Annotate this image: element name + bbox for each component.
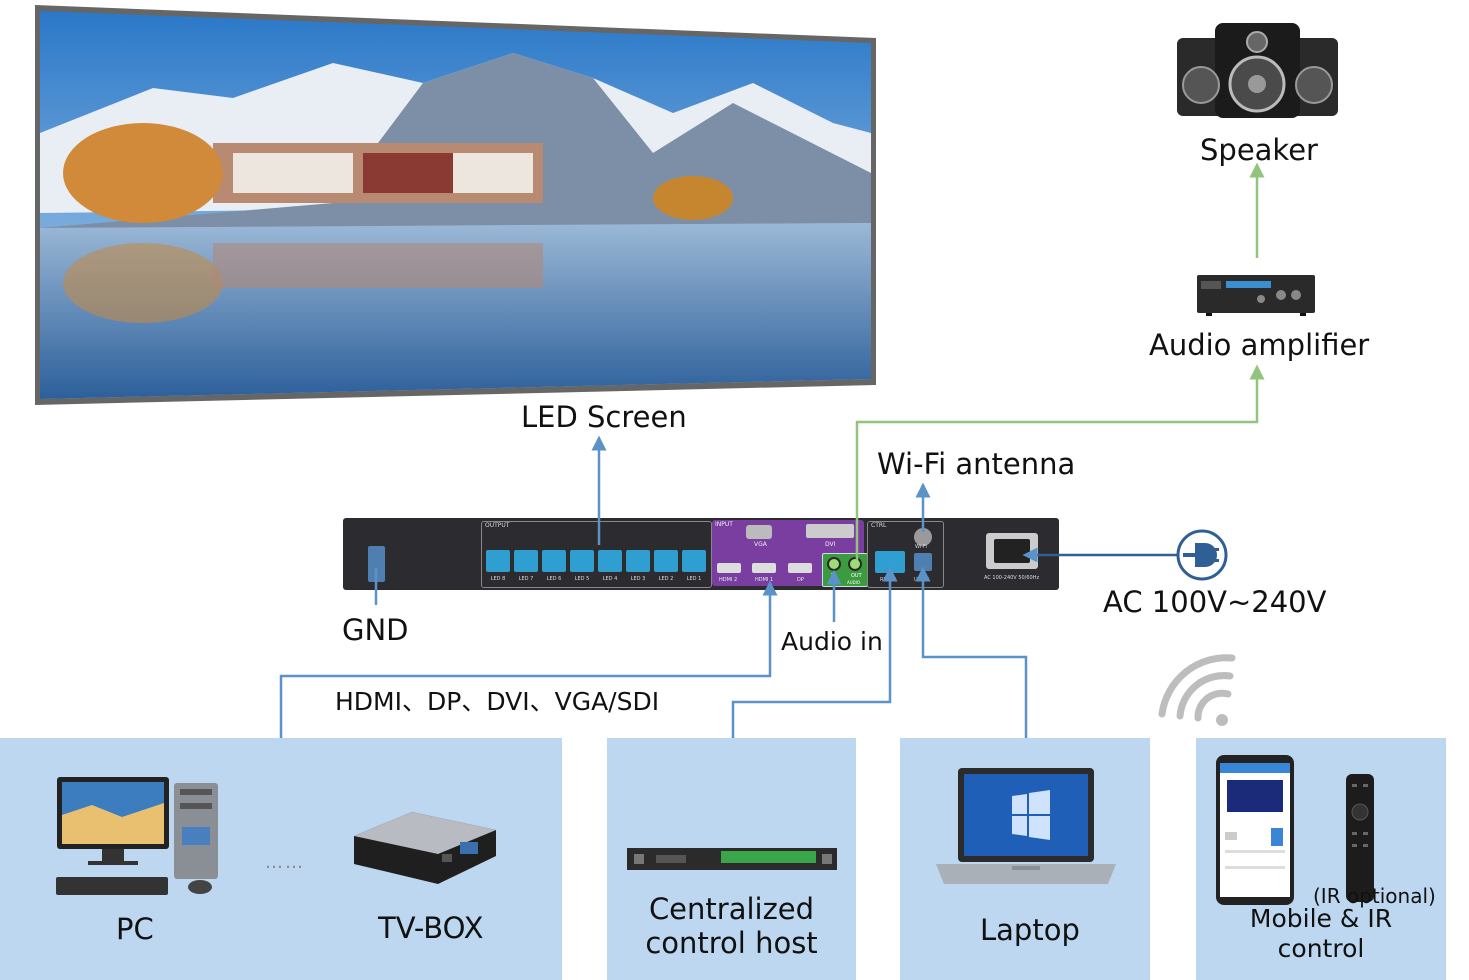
wifi-signal-icon	[1158, 654, 1236, 726]
power-plug-icon	[1176, 529, 1228, 581]
ellipsis-label: ……	[265, 852, 305, 873]
led-output-port[interactable]	[570, 550, 594, 572]
gnd-label: GND	[342, 613, 409, 647]
inputs-label: HDMI、DP、DVI、VGA/SDI	[335, 687, 660, 716]
audio-amplifier-icon	[1197, 275, 1315, 316]
wire-rs232	[731, 566, 898, 738]
pc-label: PC	[116, 912, 154, 946]
led-output-port[interactable]	[654, 550, 678, 572]
hdmi1-label: HDMI 1	[755, 577, 774, 583]
ir-optional-label: (IR optional)	[1313, 884, 1436, 908]
central-control-label-2: control host	[645, 926, 818, 960]
led-output-port[interactable]	[598, 550, 622, 572]
led-output-port[interactable]	[682, 550, 706, 572]
wire-audio-out	[855, 364, 1265, 560]
dp-label: DP	[797, 577, 804, 583]
central-control-label-1: Centralized	[648, 892, 815, 926]
hdmi1-port[interactable]	[752, 563, 776, 573]
led-output-port-label: LED 8	[490, 576, 506, 582]
mobile-label-2: control	[1277, 934, 1365, 963]
speaker-label: Speaker	[1200, 133, 1318, 167]
output-block	[481, 521, 712, 588]
audio-in-label: Audio in	[781, 627, 883, 656]
phone-icon	[1216, 755, 1294, 905]
power-rating-label: AC 100-240V 50/60Hz	[984, 575, 1040, 581]
output-header: OUTPUT	[485, 522, 510, 529]
led-screen-label: LED Screen	[521, 400, 687, 434]
led-output-port-label: LED 2	[658, 576, 674, 582]
wifi-port[interactable]	[914, 528, 932, 546]
hdmi2-port[interactable]	[717, 563, 741, 573]
control-host-icon	[627, 848, 837, 870]
led-output-port-label: LED 7	[518, 576, 534, 582]
ctrl-block	[867, 521, 944, 588]
hdmi2-label: HDMI 2	[719, 577, 738, 583]
vga-port[interactable]	[746, 525, 772, 539]
led-output-port-label: LED 4	[602, 576, 618, 582]
input-header: INPUT	[715, 521, 733, 528]
dvi-port[interactable]	[806, 524, 854, 538]
led-output-port[interactable]	[542, 550, 566, 572]
ir-remote-icon	[1346, 774, 1374, 902]
tv-box-icon	[354, 812, 496, 884]
tv-box-label: TV-BOX	[378, 911, 484, 945]
led-ports: LED 8 LED 7 LED 6 LED 5 LED 4 LED 3 LED 2 LED 1	[484, 548, 708, 584]
led-output-port[interactable]	[514, 550, 538, 572]
led-output-port-label: LED 6	[546, 576, 562, 582]
dp-port[interactable]	[788, 563, 812, 573]
audio-out-port-label: OUT	[851, 573, 862, 579]
laptop-label: Laptop	[980, 913, 1080, 947]
led-output-port-label: LED 5	[574, 576, 590, 582]
gnd-terminal	[368, 546, 385, 582]
audio-block-label: AUDIO	[847, 580, 861, 585]
dvi-label: DVI	[825, 541, 836, 548]
wire-inputs	[279, 580, 778, 738]
ctrl-header: CTRL	[871, 522, 887, 529]
pc-icon	[56, 777, 218, 895]
laptop-icon	[936, 768, 1116, 884]
led-output-port[interactable]	[626, 550, 650, 572]
speaker-icon	[1177, 23, 1338, 118]
led-output-port-label: LED 3	[630, 576, 646, 582]
led-screen-image	[35, 5, 876, 405]
led-output-port[interactable]	[486, 550, 510, 572]
led-output-port-label: LED 1	[686, 576, 702, 582]
mobile-label-1: Mobile & IR	[1249, 904, 1393, 933]
wire-usb	[915, 566, 1028, 738]
audio-amplifier-label: Audio amplifier	[1149, 328, 1370, 362]
wifi-antenna-label: Wi-Fi antenna	[877, 447, 1076, 481]
audio-out-port[interactable]	[848, 557, 862, 571]
wifi-port-label: Wi-Fi	[915, 544, 927, 550]
ac-power-label: AC 100V~240V	[1103, 585, 1327, 619]
vga-label: VGA	[754, 541, 767, 548]
